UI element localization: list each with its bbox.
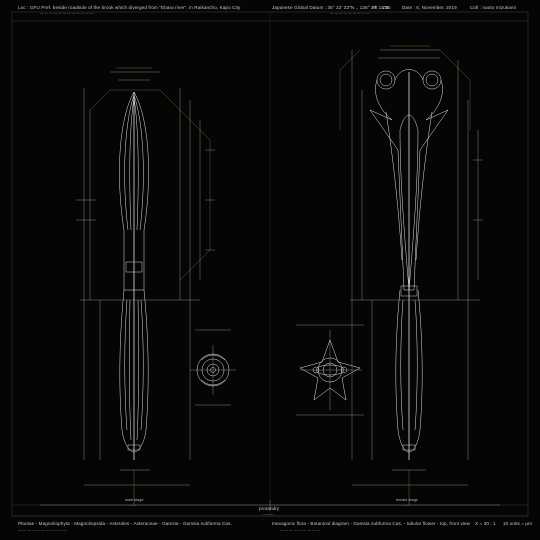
- female-stage-flower: [369, 69, 449, 460]
- description-text: Inexagonic flora - Botanical diagram - G…: [272, 521, 471, 526]
- date-text: Date : 6, November, 2019: [402, 5, 457, 10]
- scale-text: X = 30 : 1: [475, 521, 496, 526]
- male-stage-flower: [119, 91, 149, 460]
- collector-text: Coll : naoto mizukami: [470, 5, 517, 10]
- protandry-label: protandry: [259, 506, 280, 511]
- female-stage-dimensions: [339, 45, 483, 495]
- taxonomy-text: Plantae - Magnoliophyta - Magnoliopsida …: [18, 521, 232, 526]
- male-stage-top-view: [190, 329, 236, 406]
- female-stage-top-view: [296, 324, 364, 416]
- male-stage-label: male stage: [125, 498, 144, 502]
- male-stage-sublabel: ——: [130, 503, 137, 507]
- units-text: 10 units = μm: [503, 521, 533, 526]
- taxonomy-subtext: — — — — — — — — — — —: [18, 528, 67, 532]
- datum-text: Japanese Global Datum : 35° 22' 33"N ., …: [272, 5, 391, 10]
- protandry-sublabel: ———: [263, 512, 274, 516]
- female-stage-sublabel: ——: [402, 503, 409, 507]
- female-stage-label: female stage: [396, 498, 418, 502]
- male-stage-dimensions: [76, 67, 215, 495]
- location-text: Loc : GFU Pref. beside roadside of the b…: [18, 5, 241, 10]
- stage-brackets: [40, 495, 500, 510]
- description-subtext: — — — — — — — — —: [280, 528, 320, 532]
- location-subtext: — — — — — — — — — — — —: [40, 11, 94, 15]
- datum-subtext: — — — — — — — — —: [330, 11, 370, 15]
- altitude-text: Alt : 11m: [372, 5, 391, 10]
